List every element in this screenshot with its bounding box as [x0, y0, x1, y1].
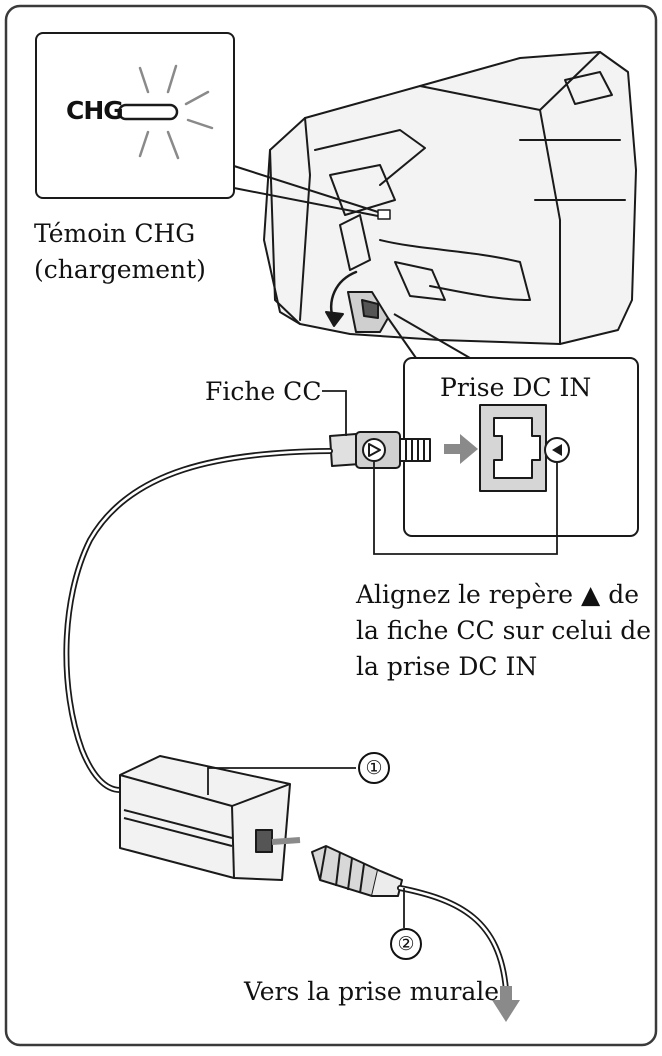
callout-2: ② [390, 928, 422, 960]
charge-lamp-label-line1: Témoin CHG [34, 219, 196, 248]
align-instruction-line3: la prise DC IN [356, 652, 538, 681]
chg-lamp-symbol [117, 103, 179, 121]
chg-label: CHG [66, 96, 124, 125]
wall-outlet-label: Vers la prise murale [244, 977, 500, 1006]
ac-plug-illustration [311, 845, 403, 897]
camcorder-illustration [263, 51, 637, 345]
blink-rays [138, 64, 214, 160]
insertion-arrow [444, 434, 478, 464]
dc-in-jack-illustration [479, 404, 570, 492]
dc-plug-illustration [329, 431, 431, 469]
callout-1: ① [358, 752, 390, 784]
wall-outlet-arrow [492, 986, 520, 1022]
align-instruction-line1: Alignez le repère ▲ de [356, 580, 640, 609]
outer-frame [4, 4, 658, 1047]
dc-cable [63, 448, 333, 793]
ac-adapter-illustration [119, 755, 291, 881]
charge-lamp-label-line2: (chargement) [34, 255, 206, 284]
dc-in-jack-label: Prise DC IN [440, 373, 592, 402]
alignment-bracket [373, 462, 558, 555]
dc-plug-label: Fiche CC [205, 377, 322, 406]
align-instruction-line2: la fiche CC sur celui de [356, 616, 652, 645]
